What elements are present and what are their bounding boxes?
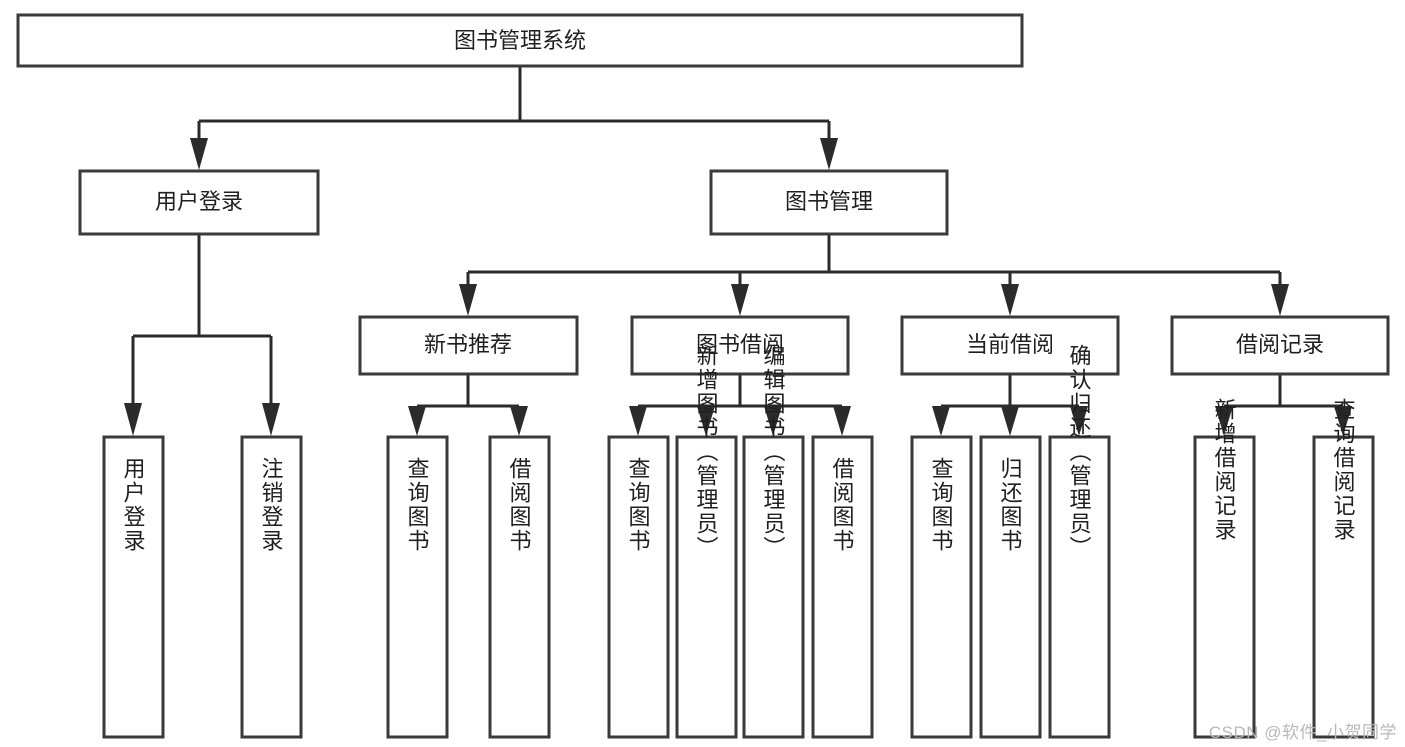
node-root[interactable]: 图书管理系统 (16, 13, 1024, 68)
arrow-head-leaf-query-book-2 (629, 406, 647, 436)
node-book-manage-box[interactable] (709, 169, 949, 236)
node-book-borrow[interactable]: 图书借阅 (630, 315, 850, 376)
node-user-login-box[interactable] (78, 169, 320, 236)
node-leaf-query-book-3-label: 查询图书 (929, 457, 954, 553)
node-leaf-logout-login-box[interactable] (240, 435, 303, 739)
node-leaf-add-record-label: 新增借阅记录 (1212, 398, 1237, 542)
arrow-head-leaf-confirm-return (1070, 406, 1088, 436)
node-leaf-query-record-box[interactable] (1312, 435, 1375, 739)
arrow-head-leaf-user-login (124, 403, 142, 436)
node-leaf-query-record[interactable]: 查询借阅记录 (1312, 398, 1375, 739)
node-leaf-edit-book[interactable]: 编辑图书（管理员） (742, 344, 805, 739)
node-new-book-recommend-label: 新书推荐 (424, 332, 512, 357)
node-leaf-user-login-label: 用户登录 (121, 457, 146, 553)
node-leaf-add-record[interactable]: 新增借阅记录 (1193, 398, 1256, 739)
node-leaf-borrow-book-2-box[interactable] (811, 435, 874, 739)
node-leaf-logout-login-label: 注销登录 (259, 457, 284, 553)
node-leaf-borrow-book-1-box[interactable] (488, 435, 551, 739)
node-current-borrow-label: 当前借阅 (966, 332, 1054, 357)
node-leaf-borrow-book-2[interactable]: 借阅图书 (811, 435, 874, 739)
node-new-book-recommend[interactable]: 新书推荐 (358, 315, 579, 376)
arrow-head-leaf-add-book (697, 406, 715, 436)
node-leaf-add-book[interactable]: 新增图书（管理员） (675, 344, 738, 739)
node-borrow-record-label: 借阅记录 (1236, 332, 1324, 357)
arrow-head-leaf-query-record (1334, 406, 1352, 436)
node-leaf-edit-book-label: 编辑图书（管理员） (761, 344, 786, 560)
node-book-manage[interactable]: 图书管理 (709, 169, 949, 236)
node-leaf-return-book[interactable]: 归还图书 (979, 435, 1042, 739)
arrow-head-new-book-recommend (459, 284, 477, 316)
arrow-head-book-borrow (731, 284, 749, 316)
node-leaf-user-login[interactable]: 用户登录 (102, 435, 165, 739)
node-user-login[interactable]: 用户登录 (78, 169, 320, 236)
node-leaf-borrow-book-2-label: 借阅图书 (830, 457, 855, 553)
node-leaf-query-book-2[interactable]: 查询图书 (607, 435, 670, 739)
node-leaf-add-record-box[interactable] (1193, 435, 1256, 739)
node-new-book-recommend-box[interactable] (358, 315, 579, 376)
node-leaf-query-book-3-box[interactable] (910, 435, 973, 739)
node-book-manage-label: 图书管理 (785, 189, 873, 214)
node-root-box[interactable] (16, 13, 1024, 68)
arrow-head-leaf-query-book-3 (932, 406, 950, 436)
node-current-borrow[interactable]: 当前借阅 (900, 315, 1120, 376)
node-leaf-borrow-book-1-label: 借阅图书 (507, 457, 532, 553)
arrow-head-leaf-borrow-book-1 (510, 406, 528, 436)
node-leaf-user-login-box[interactable] (102, 435, 165, 739)
node-leaf-confirm-return-box[interactable] (1048, 435, 1111, 739)
node-book-borrow-box[interactable] (630, 315, 850, 376)
node-leaf-add-book-label: 新增图书（管理员） (694, 344, 719, 560)
arrow-head-borrow-record (1271, 284, 1289, 316)
node-leaf-query-record-label: 查询借阅记录 (1331, 398, 1356, 542)
node-leaf-add-book-box[interactable] (675, 435, 738, 739)
node-leaf-return-book-box[interactable] (979, 435, 1042, 739)
node-leaf-confirm-return[interactable]: 确认归还（管理员） (1048, 344, 1111, 739)
node-borrow-record-box[interactable] (1170, 315, 1390, 376)
node-book-borrow-label: 图书借阅 (696, 332, 784, 357)
arrow-head-leaf-query-book-1 (408, 406, 426, 436)
node-borrow-record[interactable]: 借阅记录 (1170, 315, 1390, 376)
node-leaf-edit-book-box[interactable] (742, 435, 805, 739)
node-user-login-label: 用户登录 (155, 189, 243, 214)
node-leaf-query-book-1-label: 查询图书 (405, 457, 430, 553)
node-root-label: 图书管理系统 (454, 28, 586, 53)
node-leaf-logout-login[interactable]: 注销登录 (240, 435, 303, 739)
node-leaf-query-book-2-box[interactable] (607, 435, 670, 739)
arrow-head-leaf-add-record (1215, 406, 1233, 436)
node-leaf-query-book-1-box[interactable] (386, 435, 449, 739)
arrow-head-leaf-return-book (1001, 406, 1019, 436)
node-leaf-query-book-2-label: 查询图书 (626, 457, 651, 553)
arrow-head-leaf-edit-book (764, 406, 782, 436)
arrow-head-leaf-borrow-book-2 (833, 406, 851, 436)
node-leaf-query-book-1[interactable]: 查询图书 (386, 435, 449, 739)
arrow-head-current-borrow (1001, 284, 1019, 316)
connector-layer (124, 66, 1352, 436)
node-leaf-confirm-return-label: 确认归还（管理员） (1067, 344, 1092, 560)
node-current-borrow-box[interactable] (900, 315, 1120, 376)
arrow-head-leaf-logout-login (262, 403, 280, 436)
node-leaf-borrow-book-1[interactable]: 借阅图书 (488, 435, 551, 739)
node-leaf-query-book-3[interactable]: 查询图书 (910, 435, 973, 739)
arrow-head-user-login (190, 138, 208, 170)
arrow-head-book-manage (820, 138, 838, 170)
node-leaf-return-book-label: 归还图书 (998, 457, 1023, 553)
